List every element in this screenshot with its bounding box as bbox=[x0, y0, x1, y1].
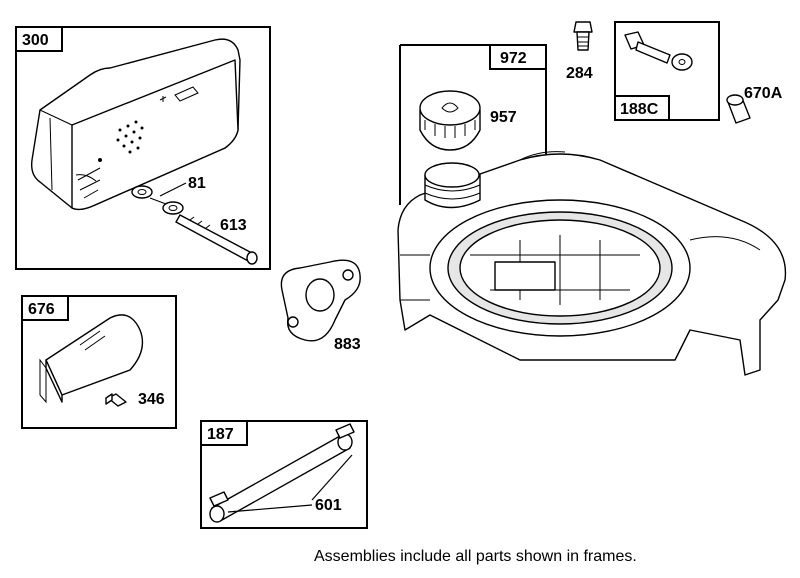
screw-part bbox=[105, 393, 127, 407]
fuel-tank-part bbox=[397, 151, 787, 376]
muffler-part bbox=[30, 38, 241, 211]
washer-part bbox=[131, 185, 184, 215]
stud-part bbox=[175, 214, 258, 265]
frame-188c: 188C bbox=[614, 21, 720, 121]
caption: Assemblies include all parts shown in fr… bbox=[314, 548, 637, 565]
frame-300-tag: 300 bbox=[22, 32, 49, 49]
frame-300: 300 81 bbox=[15, 26, 271, 270]
label-670a: 670A bbox=[744, 85, 783, 102]
label-81: 81 bbox=[188, 175, 206, 192]
fuel-cap-part bbox=[419, 90, 481, 151]
gasket-part bbox=[280, 259, 361, 342]
tube-part bbox=[209, 423, 355, 523]
frame-187-tag: 187 bbox=[207, 426, 234, 443]
shoulder-bolt-part bbox=[624, 31, 693, 71]
label-284: 284 bbox=[566, 65, 593, 82]
frame-676: 676 346 bbox=[21, 295, 177, 429]
label-601: 601 bbox=[315, 497, 342, 514]
frame-972-tag: 972 bbox=[500, 50, 527, 67]
frame-188c-tag: 188C bbox=[620, 101, 659, 118]
label-613: 613 bbox=[220, 217, 247, 234]
frame-676-tag: 676 bbox=[28, 301, 55, 318]
label-957: 957 bbox=[490, 109, 517, 126]
guard-part bbox=[39, 314, 144, 404]
bolt-part bbox=[573, 21, 593, 51]
bushing-part bbox=[726, 94, 751, 124]
frame-187: 187 601 bbox=[200, 420, 368, 529]
frame-972: 972 957 bbox=[397, 44, 787, 376]
label-346: 346 bbox=[138, 391, 165, 408]
label-883: 883 bbox=[334, 336, 361, 353]
